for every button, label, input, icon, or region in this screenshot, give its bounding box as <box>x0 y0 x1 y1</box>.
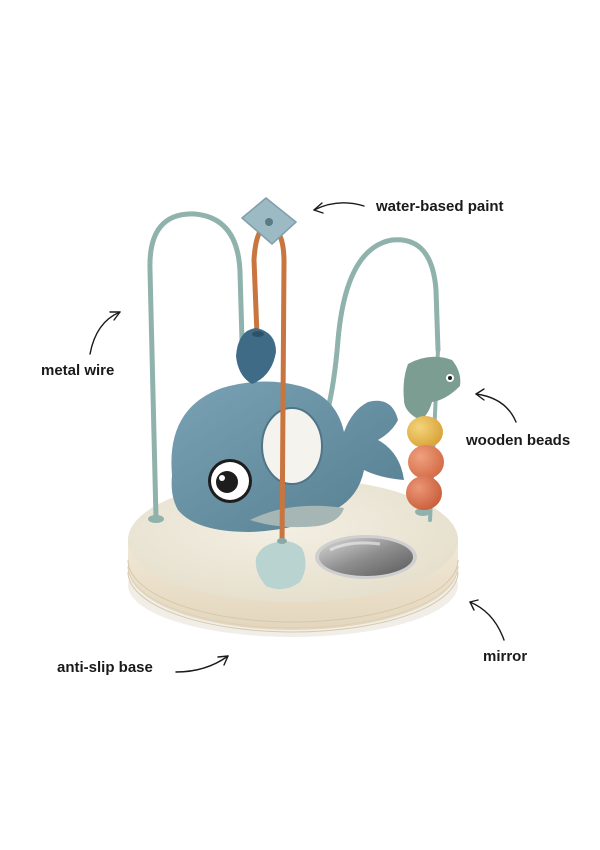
mirror <box>315 535 417 579</box>
callout-mirror-label: mirror <box>483 648 528 665</box>
round-beads <box>406 416 444 510</box>
callout-arrows <box>89 202 517 673</box>
diamond-bead <box>240 197 298 246</box>
wire-arrow <box>89 311 121 355</box>
beads-arrow <box>475 393 517 423</box>
mirror-arrow <box>469 601 505 641</box>
base-arrow <box>175 655 229 673</box>
metal-wire <box>147 211 441 523</box>
hexagon-bead <box>255 538 306 590</box>
callout-beads-label: wooden beads <box>466 432 571 449</box>
callout-paint-label: water-based paint <box>376 198 504 215</box>
drop-bead <box>236 328 276 384</box>
paint-arrow <box>313 202 365 211</box>
callout-base-label: anti-slip base <box>57 659 153 676</box>
callout-wire-label: metal wire <box>41 362 115 379</box>
fish-bead <box>403 356 461 420</box>
whale-figure <box>171 381 404 532</box>
